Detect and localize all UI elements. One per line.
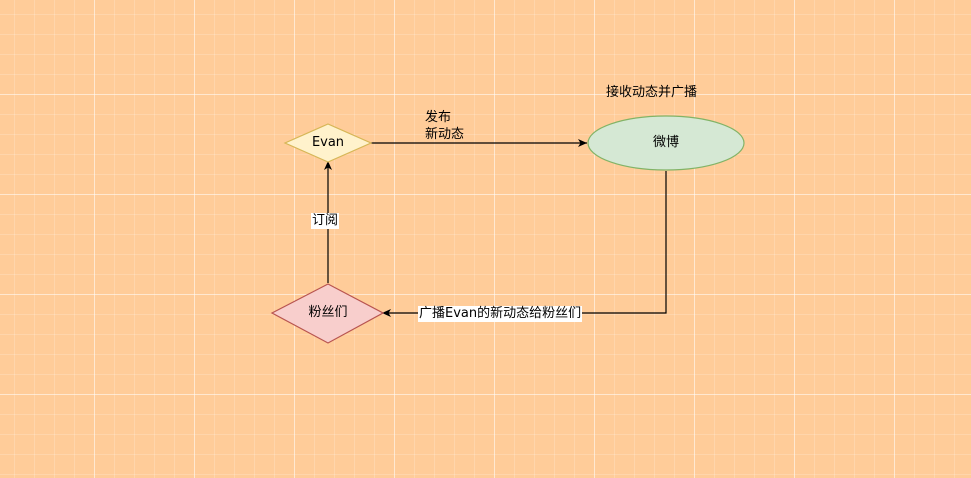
weibo-annotation: 接收动态并广播 — [606, 85, 698, 100]
edge-publish-label-line1: 发布 — [425, 110, 452, 125]
node-weibo-shape[interactable] — [587, 115, 745, 171]
node-weibo-label: 微博 — [652, 135, 680, 150]
node-evan-shape[interactable] — [283, 123, 373, 163]
node-fans-shape[interactable] — [270, 283, 385, 344]
node-fans-label: 粉丝们 — [308, 305, 348, 320]
edge-broadcast[interactable] — [382, 171, 667, 317]
edge-publish-label: 发布 新动态 — [425, 109, 464, 143]
edge-publish-label-line2: 新动态 — [425, 127, 465, 142]
edge-broadcast-label: 广播Evan的新动态给粉丝们 — [418, 306, 583, 322]
edge-subscribe-label: 订阅 — [311, 213, 340, 229]
node-evan-label: Evan — [311, 135, 345, 150]
